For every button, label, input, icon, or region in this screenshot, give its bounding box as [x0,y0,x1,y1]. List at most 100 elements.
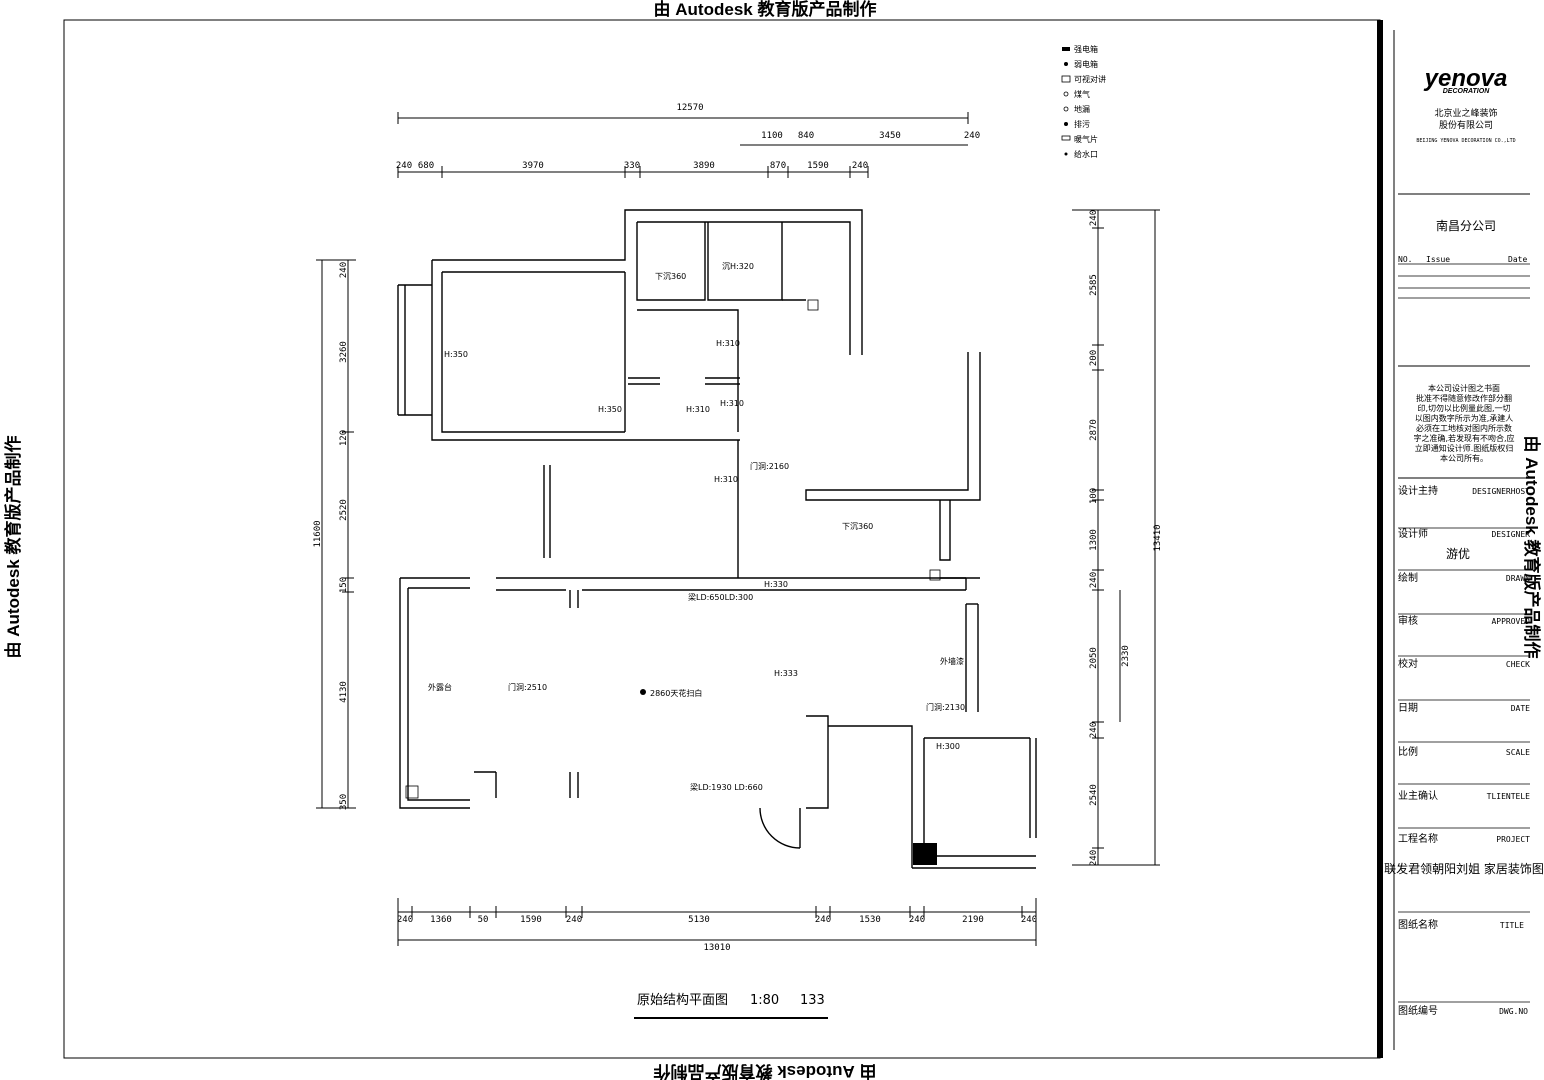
dim-left-7: 350 [339,794,349,810]
tb-row-check-cn: 校对 [1398,657,1418,670]
dim-right-5: 100 [1089,488,1099,504]
legend-swatch-1 [1062,47,1070,51]
walls [397,209,1037,869]
label-h350a: H:350 [444,350,468,359]
legend-item-3: 可视对讲 [1074,74,1106,84]
dim-bottom-9: 240 [909,915,925,925]
dim-right-extra: 2330 [1121,645,1131,667]
branch-name: 南昌分公司 [1436,218,1496,233]
label-beam1: 梁LD:650LD:300 [688,593,753,602]
column-block [913,843,937,865]
drawing-title: 原始结构平面图 [637,993,728,1008]
sheet-border [63,19,1381,1059]
legend-swatch-7 [1061,135,1071,141]
tb-row-check-en: CHECK [1506,660,1530,669]
dim-top2-5: 3890 [693,161,715,171]
dim-bottom-1: 240 [397,915,413,925]
legend-swatch-5 [1063,106,1069,112]
dim-right-1: 240 [1089,210,1099,226]
legend-item-7: 暖气片 [1074,134,1098,144]
legend-item-1: 强电箱 [1074,44,1098,54]
dim-bottom-2: 1360 [430,915,452,925]
left-dimensions [316,259,356,809]
watermark-left: 由 Autodesk 教育版产品制作 [3,436,23,659]
legend-item-2: 弱电箱 [1074,59,1098,69]
legend: 强电箱 弱电箱 可视对讲 煤气 地漏 排污 暖气片 给水口 [1061,44,1106,159]
label-down320: 沉H:320 [722,262,754,271]
label-h310b: H:310 [686,405,710,414]
ceiling-marker [640,689,646,695]
tb-row-date-en: DATE [1511,704,1530,713]
dim-right-4: 2870 [1089,419,1099,441]
company-logo-sub: DECORATION [1443,88,1490,95]
dim-top-1: 1100 [761,131,783,141]
legend-swatch-6 [1064,122,1068,126]
tb-row-scale-en: SCALE [1506,748,1530,757]
dim-right-9: 240 [1089,722,1099,738]
tb-note-7: 立即通知设计师.图纸版权归 [1415,443,1514,453]
dim-right-10: 2540 [1089,784,1099,806]
dim-top2-1: 240 [396,161,412,171]
dim-bottom-4: 1590 [520,915,542,925]
dim-right-7: 240 [1089,572,1099,588]
tb-project-name: 联发君领朝阳刘姐 家居装饰图 [1384,861,1544,876]
tb-row-approved-cn: 审核 [1398,614,1418,627]
dim-bottom-3: 50 [478,915,489,925]
label-door2130: 门洞:2130 [926,702,965,712]
tb-note-4: 以图内数字所示为准,承建人 [1415,413,1514,423]
bottom-dimensions [397,898,1037,946]
dim-bottom-5: 240 [566,915,582,925]
dim-bottom-7: 240 [815,915,831,925]
company-name-en: BEIJING YENOVA DECORATION CO.,LTD [1416,138,1515,144]
label-outwall: 外墙漆 [940,656,964,666]
dim-left-1: 240 [339,262,349,278]
tb-row-designer-en: DESIGNER [1491,530,1530,539]
company-logo: yenova [1424,65,1508,92]
dim-right-2: 2585 [1089,274,1099,296]
label-door2160: 门洞:2160 [750,461,789,471]
dim-top2-3: 3970 [522,161,544,171]
dim-left-3: 120 [339,430,349,446]
drain-symbol [405,785,419,799]
label-h310a: H:310 [716,339,740,348]
tb-row-dwgno-en: DWG.NO [1499,1007,1528,1016]
tb-row-title-cn: 图纸名称 [1398,918,1438,931]
tb-note-5: 必须在工地核对图内所示数 [1416,423,1512,433]
tb-issue: Issue [1426,255,1450,264]
dim-right-8: 2050 [1089,647,1099,669]
tb-note-8: 本公司所有。 [1440,453,1488,463]
tb-row-client-cn: 业主确认 [1398,789,1438,802]
tb-row-client-en: TLIENTELE [1487,792,1531,801]
dim-left-total: 11600 [313,520,323,547]
tb-row-project-cn: 工程名称 [1398,832,1438,845]
drain-symbol-2 [929,569,941,581]
tb-row-approved-en: APPROVED [1491,617,1530,626]
dim-right-total: 13410 [1153,524,1163,551]
tb-row-dwgno-cn: 图纸编号 [1398,1004,1438,1017]
tb-designer-name: 游优 [1446,547,1470,561]
tb-row-drawn-cn: 绘制 [1398,571,1418,584]
drawing-area: 133 [800,993,825,1008]
tb-row-designerhost-cn: 设计主持 [1398,484,1438,497]
label-h310c: H:310 [720,399,744,408]
top-dimensions [397,112,969,178]
tb-row-drawn-en: DRAWN [1506,574,1530,583]
legend-item-8: 给水口 [1074,149,1098,159]
dim-left-5: 150 [339,577,349,593]
dim-right-6: 1300 [1089,529,1099,551]
label-down360a: 下沉360 [655,272,686,281]
legend-item-5: 地漏 [1074,104,1090,114]
legend-swatch-4 [1063,91,1069,97]
label-h300: H:300 [936,742,960,751]
drain-symbol-3 [807,299,819,311]
dim-bottom-total: 13010 [703,943,730,953]
dim-right-11: 240 [1089,850,1099,866]
watermark-bottom: 由 Autodesk 教育版产品制作 [654,1062,877,1080]
tb-row-designerhost-en: DESIGNERHOST [1472,487,1530,496]
label-outbalcony: 外露台 [428,682,452,692]
tb-note-1: 本公司设计图之书面 [1428,383,1500,393]
tb-row-date-cn: 日期 [1398,702,1418,714]
tb-row-title-en: TITLE [1500,921,1524,930]
dim-bottom-10: 2190 [962,915,984,925]
